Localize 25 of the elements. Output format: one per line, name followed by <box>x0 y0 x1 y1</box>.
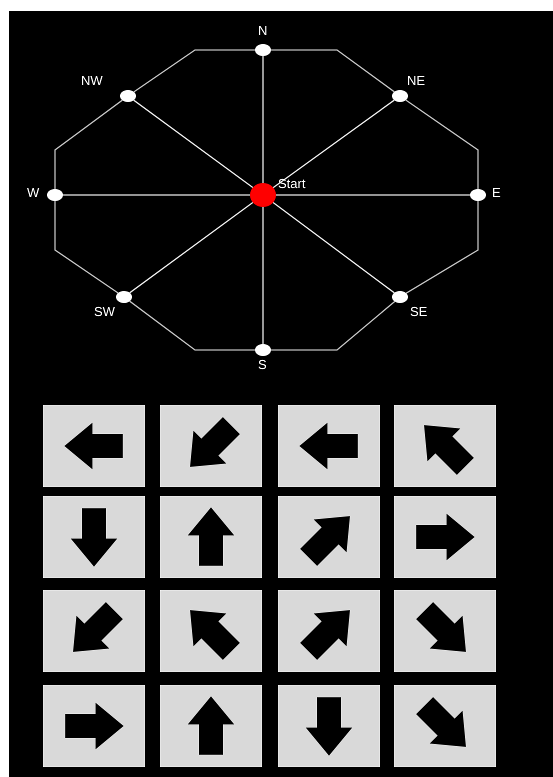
connector-line <box>262 207 264 344</box>
direction-label: NE <box>407 74 426 87</box>
connector-line <box>406 100 479 189</box>
direction-label: NW <box>81 74 103 87</box>
direction-label: SE <box>410 305 428 318</box>
direction-label: W <box>27 186 40 199</box>
direction-label: E <box>492 186 501 199</box>
connector-line <box>406 201 479 294</box>
connector-line <box>54 100 123 189</box>
connector-line <box>63 194 250 196</box>
connector-line <box>54 201 118 294</box>
connector-line <box>272 202 395 294</box>
connector-line <box>271 49 395 92</box>
direction-label: SW <box>94 305 115 318</box>
connector-line <box>133 100 254 188</box>
connector-line <box>276 194 470 196</box>
connector-line <box>129 202 254 294</box>
connector-line <box>129 300 255 351</box>
direction-label: S <box>258 358 267 371</box>
connector-line <box>272 100 395 188</box>
connector-line <box>262 56 264 183</box>
direction-label: N <box>258 24 268 37</box>
connector-line <box>271 301 396 351</box>
connector-line <box>134 49 255 92</box>
start-label: Start <box>278 177 306 190</box>
